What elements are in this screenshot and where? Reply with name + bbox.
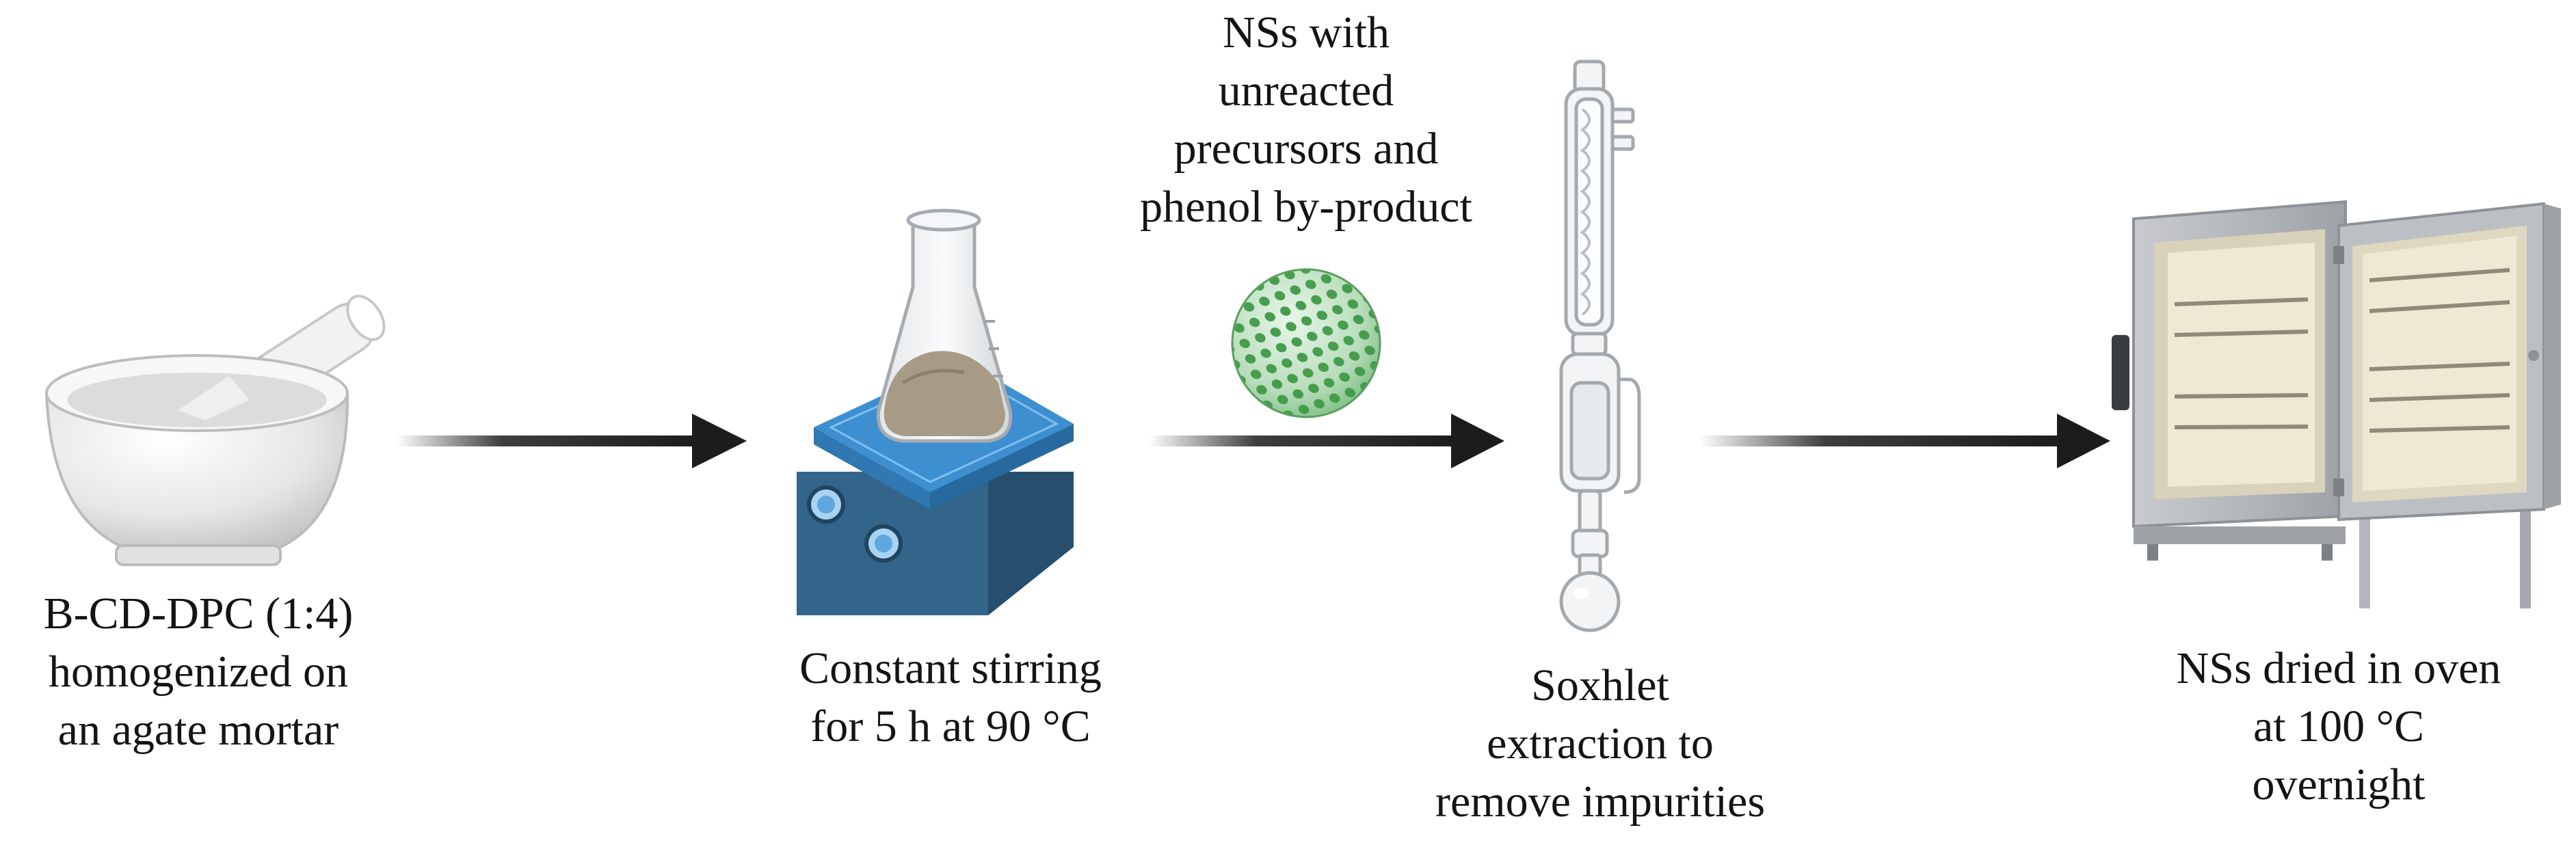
caption-line: overnight (2252, 760, 2426, 809)
process-arrow-1 (397, 414, 747, 468)
nanosponge-sphere-icon (1231, 268, 1381, 418)
caption-line: Constant stirring (799, 643, 1102, 693)
step-1-caption: B-CD-DPC (1:4) homogenized on an agate m… (0, 585, 397, 759)
caption-line: remove impurities (1435, 777, 1766, 827)
caption-line: NSs with (1223, 8, 1390, 57)
caption-line: B-CD-DPC (1:4) (43, 589, 354, 639)
soxhlet-extractor-icon (1559, 59, 1641, 632)
step-3-caption: Soxhlet extraction to remove impurities (1388, 656, 1812, 831)
caption-line: Soxhlet (1531, 660, 1669, 710)
caption-line: NSs dried in oven (2176, 643, 2501, 693)
step-4-caption: NSs dried in oven at 100 °C overnight (2134, 639, 2544, 814)
caption-line: extraction to (1487, 719, 1714, 768)
process-arrow-2 (1149, 414, 1504, 468)
caption-line: phenol by-product (1140, 182, 1472, 232)
caption-line: homogenized on (48, 647, 349, 697)
drying-oven-icon (2112, 200, 2561, 608)
caption-line: for 5 h at 90 °C (810, 701, 1091, 751)
caption-line: at 100 °C (2253, 701, 2425, 751)
caption-line: precursors and (1173, 124, 1439, 174)
caption-line: unreacted (1218, 66, 1394, 116)
process-arrow-3 (1699, 414, 2110, 468)
annotation-caption: NSs with unreacted precursors and phenol… (1101, 3, 1511, 236)
step-2-caption: Constant stirring for 5 h at 90 °C (739, 639, 1163, 755)
mortar-pestle-icon (44, 295, 386, 566)
caption-line: an agate mortar (57, 705, 339, 755)
hotplate-stirrer-flask-icon (797, 209, 1074, 615)
